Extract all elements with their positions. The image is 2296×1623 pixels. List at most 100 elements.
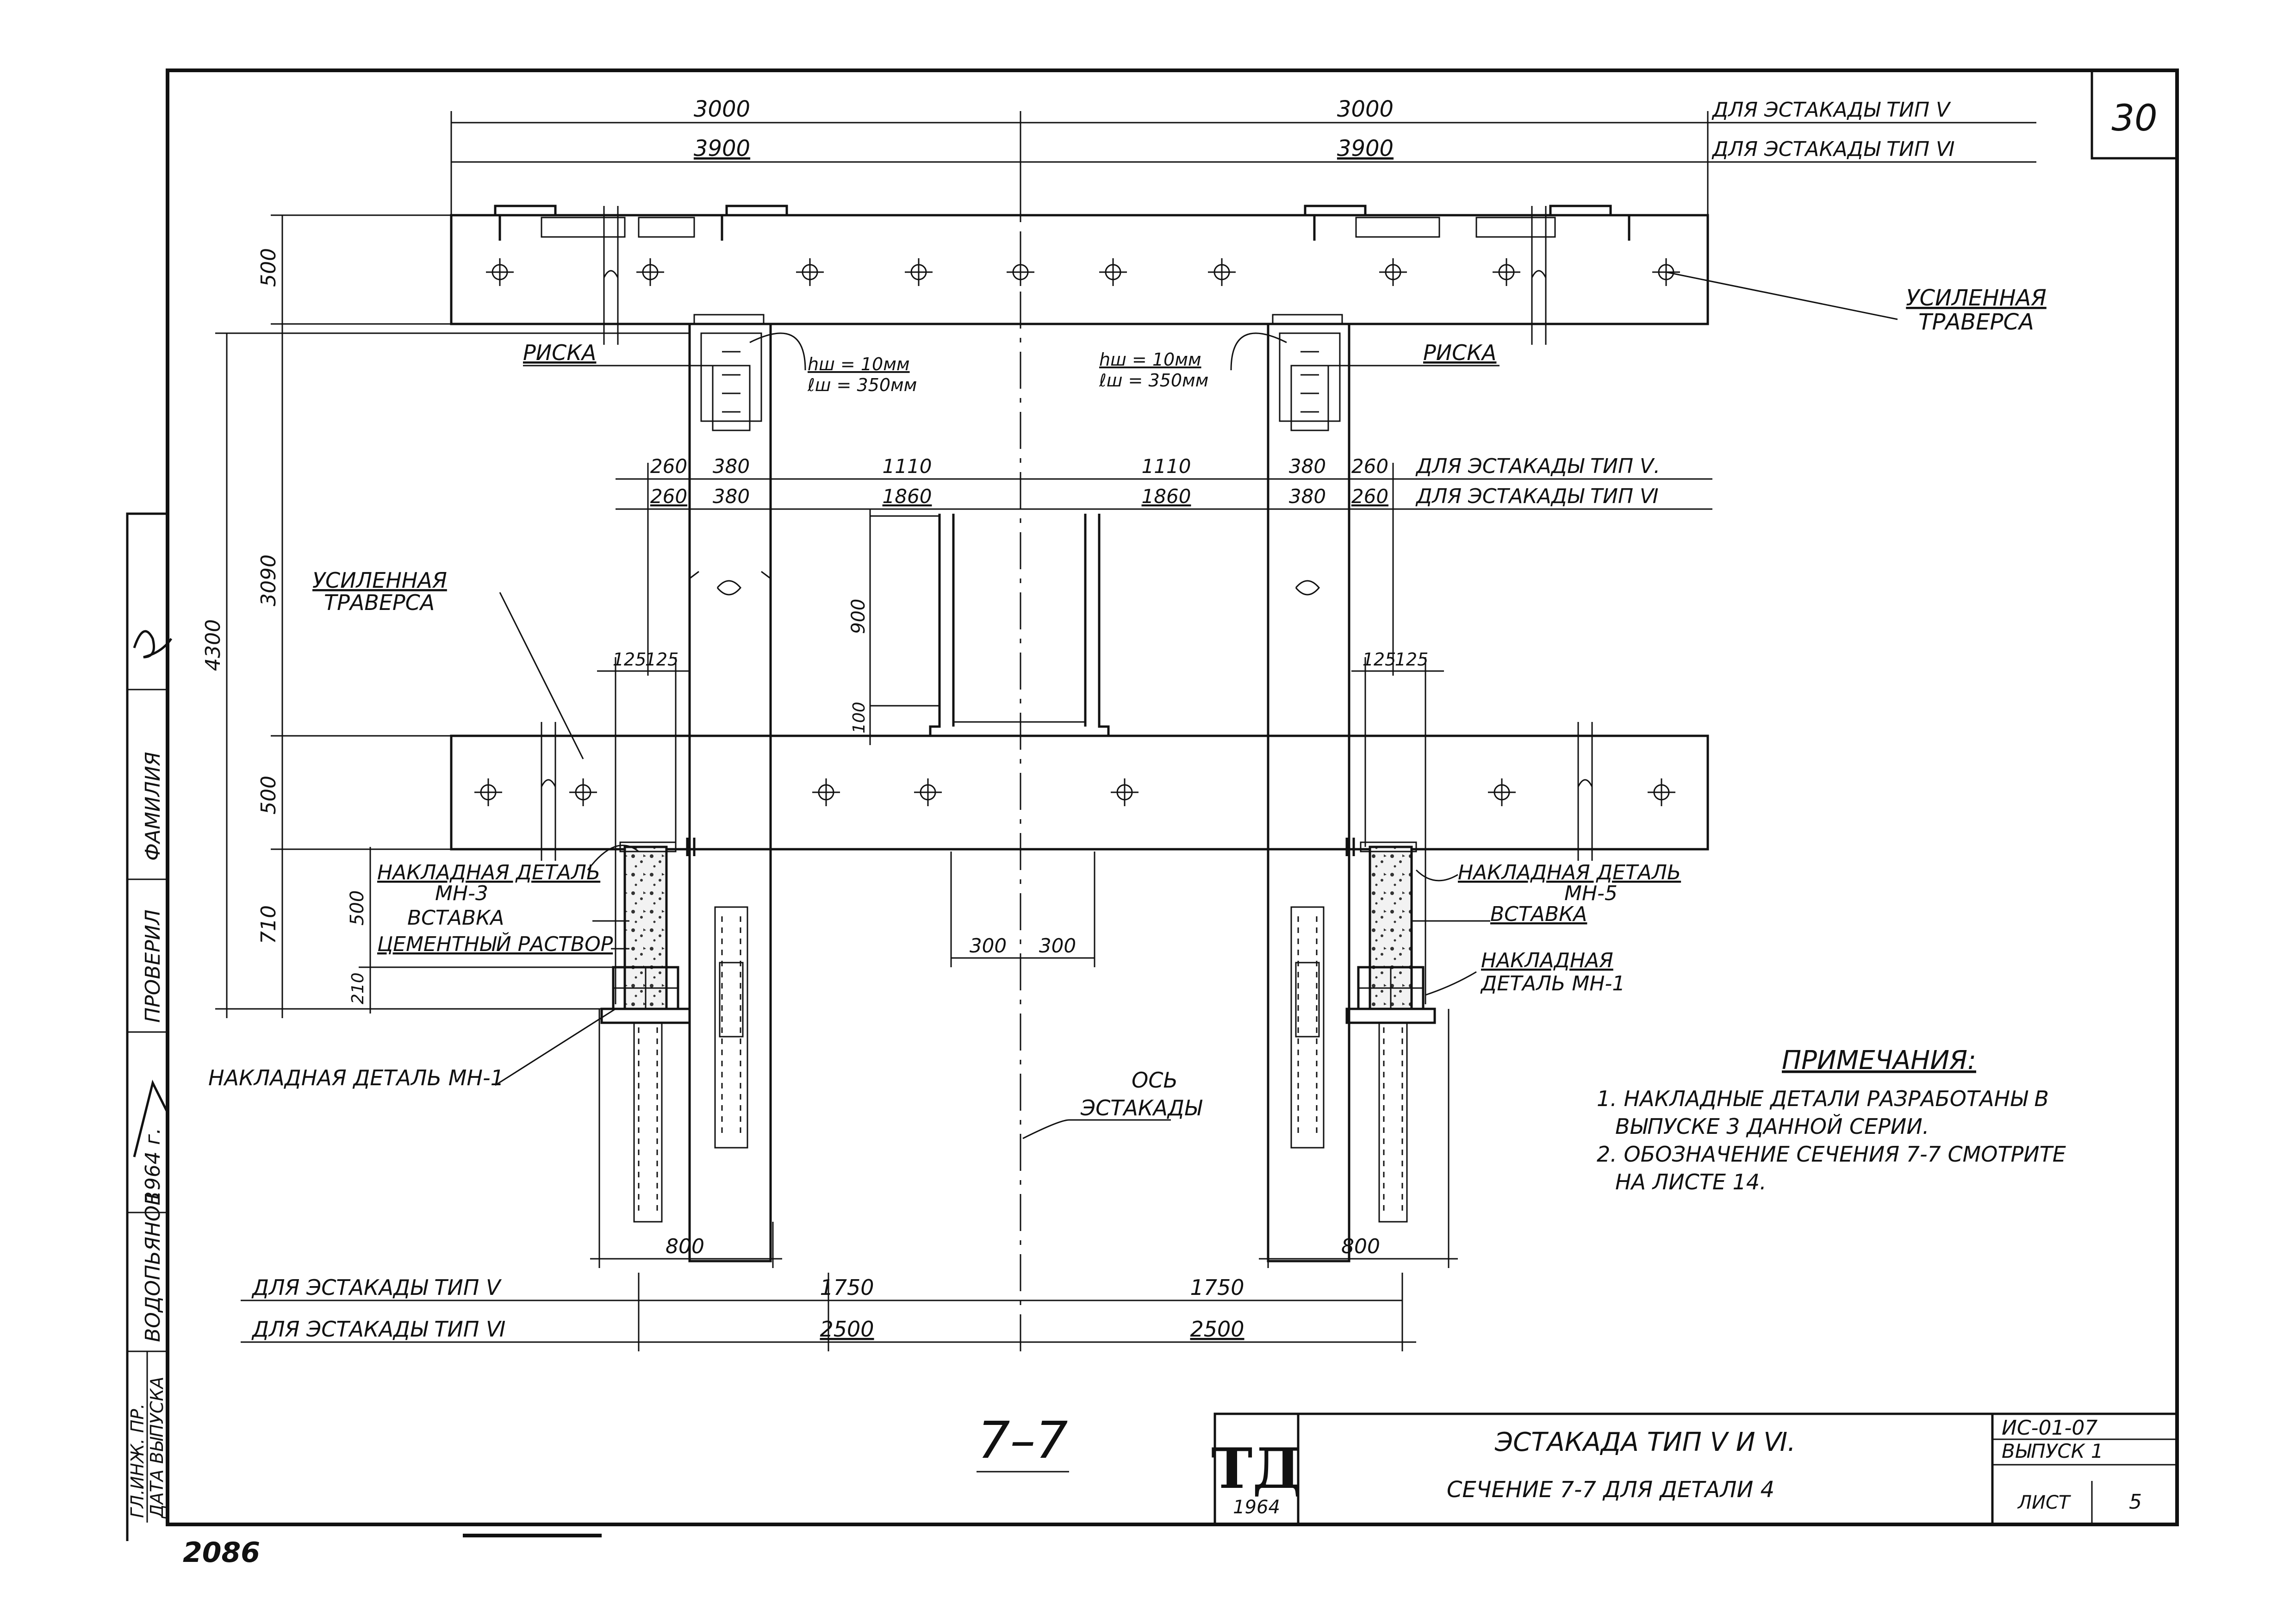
margin-proveril: ПРОВЕРИЛ <box>141 909 165 1023</box>
label-left-insert: ВСТАВКА <box>407 906 504 930</box>
label-right-mn1-1: НАКЛАДНАЯ <box>1481 949 1613 972</box>
notes-line2b: НА ЛИСТЕ 14. <box>1615 1169 1767 1194</box>
label-left-traverse-2: ТРАВЕРСА <box>324 590 435 615</box>
dim-mid-vi-260a: 260 <box>650 485 687 508</box>
label-left-mn3-1: НАКЛАДНАЯ ДЕТАЛЬ <box>377 861 600 884</box>
dim-125-right-b: 125 <box>1395 649 1429 670</box>
dim-v-500-insert: 500 <box>347 890 368 926</box>
dim-mid-vi-260b: 260 <box>1351 485 1388 508</box>
section-label: 7–7 <box>977 1411 1069 1473</box>
label-right-mn5-2: МН-5 <box>1564 882 1618 905</box>
left-labels: УСИЛЕННАЯ ТРАВЕРСА НАКЛАДНАЯ ДЕТАЛЬ МН-3… <box>208 568 639 1090</box>
sheet-frame: 30 <box>166 68 2179 1526</box>
notes-line1a: 1. НАКЛАДНЫЕ ДЕТАЛИ РАЗРАБОТАНЫ В <box>1597 1086 2049 1111</box>
dim-bottom-1750-right: 1750 <box>1190 1275 1244 1300</box>
dim-v-3090: 3090 <box>257 554 280 606</box>
dim-mid-vi-380a: 380 <box>713 485 750 508</box>
dim-v-4300: 4300 <box>201 619 225 671</box>
dim-top-3000-left: 3000 <box>694 96 750 122</box>
notes-block: ПРИМЕЧАНИЯ: 1. НАКЛАДНЫЕ ДЕТАЛИ РАЗРАБОТ… <box>1597 1045 2066 1194</box>
left-support-detail <box>600 838 748 1223</box>
dim-bottom-label-v: ДЛЯ ЭСТАКАДЫ ТИП Ⅴ <box>251 1275 502 1300</box>
weld-lw-left: ℓш = 350мм <box>807 375 917 395</box>
right-labels: НАКЛАДНАЯ ДЕТАЛЬ МН-5 ВСТАВКА НАКЛАДНАЯ … <box>1412 861 1681 996</box>
dim-gutter-900: 900 <box>848 599 869 634</box>
margin-date: 1964 г. <box>141 1128 165 1203</box>
dim-mid-v-1110a: 1110 <box>883 455 932 478</box>
label-top-traverse-2: ТРАВЕРСА <box>1918 309 2034 335</box>
left-margin-block: ФАМИЛИЯ ПРОВЕРИЛ ВОДОПЬЯНОВ ГЛ.ИНЖ. ПР. … <box>126 512 173 1541</box>
margin-glinzh: ГЛ.ИНЖ. ПР. <box>127 1404 148 1518</box>
dim-top-3900-left: 3900 <box>694 136 750 162</box>
bolt-holes-lower <box>474 778 1675 806</box>
label-left-cement: ЦЕМЕНТНЫЙ РАСТВОР <box>377 932 613 956</box>
dim-bottom-2500-left: 2500 <box>820 1317 874 1342</box>
left-column <box>688 314 772 1262</box>
label-right-mn5-1: НАКЛАДНАЯ ДЕТАЛЬ <box>1458 861 1681 884</box>
notes-line1b: ВЫПУСКЕ 3 ДАННОЙ СЕРИИ. <box>1615 1114 1929 1139</box>
weld-hw-left: hш = 10мм <box>808 354 910 374</box>
dim-mid-v-380a: 380 <box>713 455 750 478</box>
signature-mark <box>133 630 173 659</box>
top-dimensions: 3000 3000 ДЛЯ ЭСТАКАДЫ ТИП Ⅴ 3900 3900 Д… <box>450 96 2036 218</box>
dim-mid-vi-380b: 380 <box>1289 485 1326 508</box>
logo-td: ТД <box>1211 1436 1302 1501</box>
dim-800-right: 800 <box>1341 1235 1380 1258</box>
title-sheet-label: ЛИСТ <box>2017 1492 2072 1513</box>
dim-mid-v-380b: 380 <box>1289 455 1326 478</box>
title-main: ЭСТАКАДА ТИП Ⅴ И Ⅵ. <box>1494 1427 1796 1457</box>
dim-bottom-2500-right: 2500 <box>1190 1317 1244 1342</box>
small-dims: 125 125 125 125 300 300 800 800 <box>590 649 1458 1268</box>
right-column <box>1267 314 1350 1262</box>
dim-top-3900-right: 3900 <box>1337 136 1394 162</box>
label-axis-1: ОСЬ <box>1132 1068 1178 1093</box>
dim-mid-vi-1860b: 1860 <box>1142 485 1191 508</box>
notes-heading: ПРИМЕЧАНИЯ: <box>1782 1045 1976 1076</box>
dim-v-500-top: 500 <box>257 248 280 287</box>
margin-vodopyanov: ВОДОПЬЯНОВ <box>141 1191 165 1342</box>
bolt-holes-top <box>486 258 1680 286</box>
dim-mid-vi-1860a: 1860 <box>883 485 932 508</box>
weld-lw-right: ℓш = 350мм <box>1099 370 1208 391</box>
sheet-number: 30 <box>2111 98 2157 139</box>
label-top-traverse-1: УСИЛЕННАЯ <box>1906 285 2046 311</box>
left-vertical-dims: 500 3090 4300 500 710 500 210 <box>201 214 690 1018</box>
label-axis-2: ЭСТАКАДЫ <box>1080 1095 1203 1120</box>
label-riska-left: РИСКА <box>523 340 596 365</box>
dim-300-b: 300 <box>1039 934 1076 957</box>
dim-bottom-label-vi: ДЛЯ ЭСТАКАДЫ ТИП Ⅵ <box>251 1317 505 1342</box>
title-sub: СЕЧЕНИЕ 7-7 ДЛЯ ДЕТАЛИ 4 <box>1447 1477 1774 1503</box>
signature-mark-2 <box>133 1079 168 1157</box>
label-left-traverse-1: УСИЛЕННАЯ <box>312 568 447 593</box>
right-support-detail <box>1290 838 1436 1223</box>
dim-mid-label-v: ДЛЯ ЭСТАКАДЫ ТИП Ⅴ. <box>1415 454 1660 478</box>
label-right-insert: ВСТАВКА <box>1490 902 1587 926</box>
dim-top-label-vi: ДЛЯ ЭСТАКАДЫ ТИП Ⅵ <box>1711 137 1955 161</box>
label-riska-right: РИСКА <box>1423 340 1496 365</box>
dim-125-left-b: 125 <box>645 649 679 670</box>
dim-top-label-v: ДЛЯ ЭСТАКАДЫ ТИП Ⅴ <box>1711 98 1951 122</box>
label-left-mn3-2: МН-3 <box>435 882 488 905</box>
margin-data: ДАТА ВЫПУСКА <box>147 1377 167 1519</box>
lower-traverse <box>450 722 1709 861</box>
title-code: ИС-01-07 <box>2002 1416 2097 1440</box>
top-traverse: УСИЛЕННАЯ ТРАВЕРСА <box>450 205 2047 345</box>
label-left-mn1: НАКЛАДНАЯ ДЕТАЛЬ МН-1 <box>208 1065 504 1090</box>
dim-v-710: 710 <box>257 905 280 944</box>
axis-of-trestle: ОСЬ ЭСТАКАДЫ <box>1020 111 1203 1356</box>
dim-300-a: 300 <box>970 934 1007 957</box>
dim-800-left: 800 <box>666 1235 704 1258</box>
margin-familia: ФАМИЛИЯ <box>141 752 165 861</box>
center-gutter: 900 100 <box>848 509 1110 745</box>
dim-bottom-1750-left: 1750 <box>820 1275 874 1300</box>
dim-gutter-100: 100 <box>850 702 869 734</box>
stamp-number: 2086 <box>183 1536 260 1569</box>
title-block: ТД 1964 ЭСТАКАДА ТИП Ⅴ И Ⅵ. СЕЧЕНИЕ 7-7 … <box>1211 1412 2178 1526</box>
dim-125-left-a: 125 <box>613 649 647 670</box>
title-sheet-value: 5 <box>2129 1490 2142 1514</box>
dim-v-210: 210 <box>348 972 367 1004</box>
dim-125-right-a: 125 <box>1363 649 1396 670</box>
section-label-text: 7–7 <box>978 1411 1068 1470</box>
dim-mid-v-260b: 260 <box>1351 455 1388 478</box>
